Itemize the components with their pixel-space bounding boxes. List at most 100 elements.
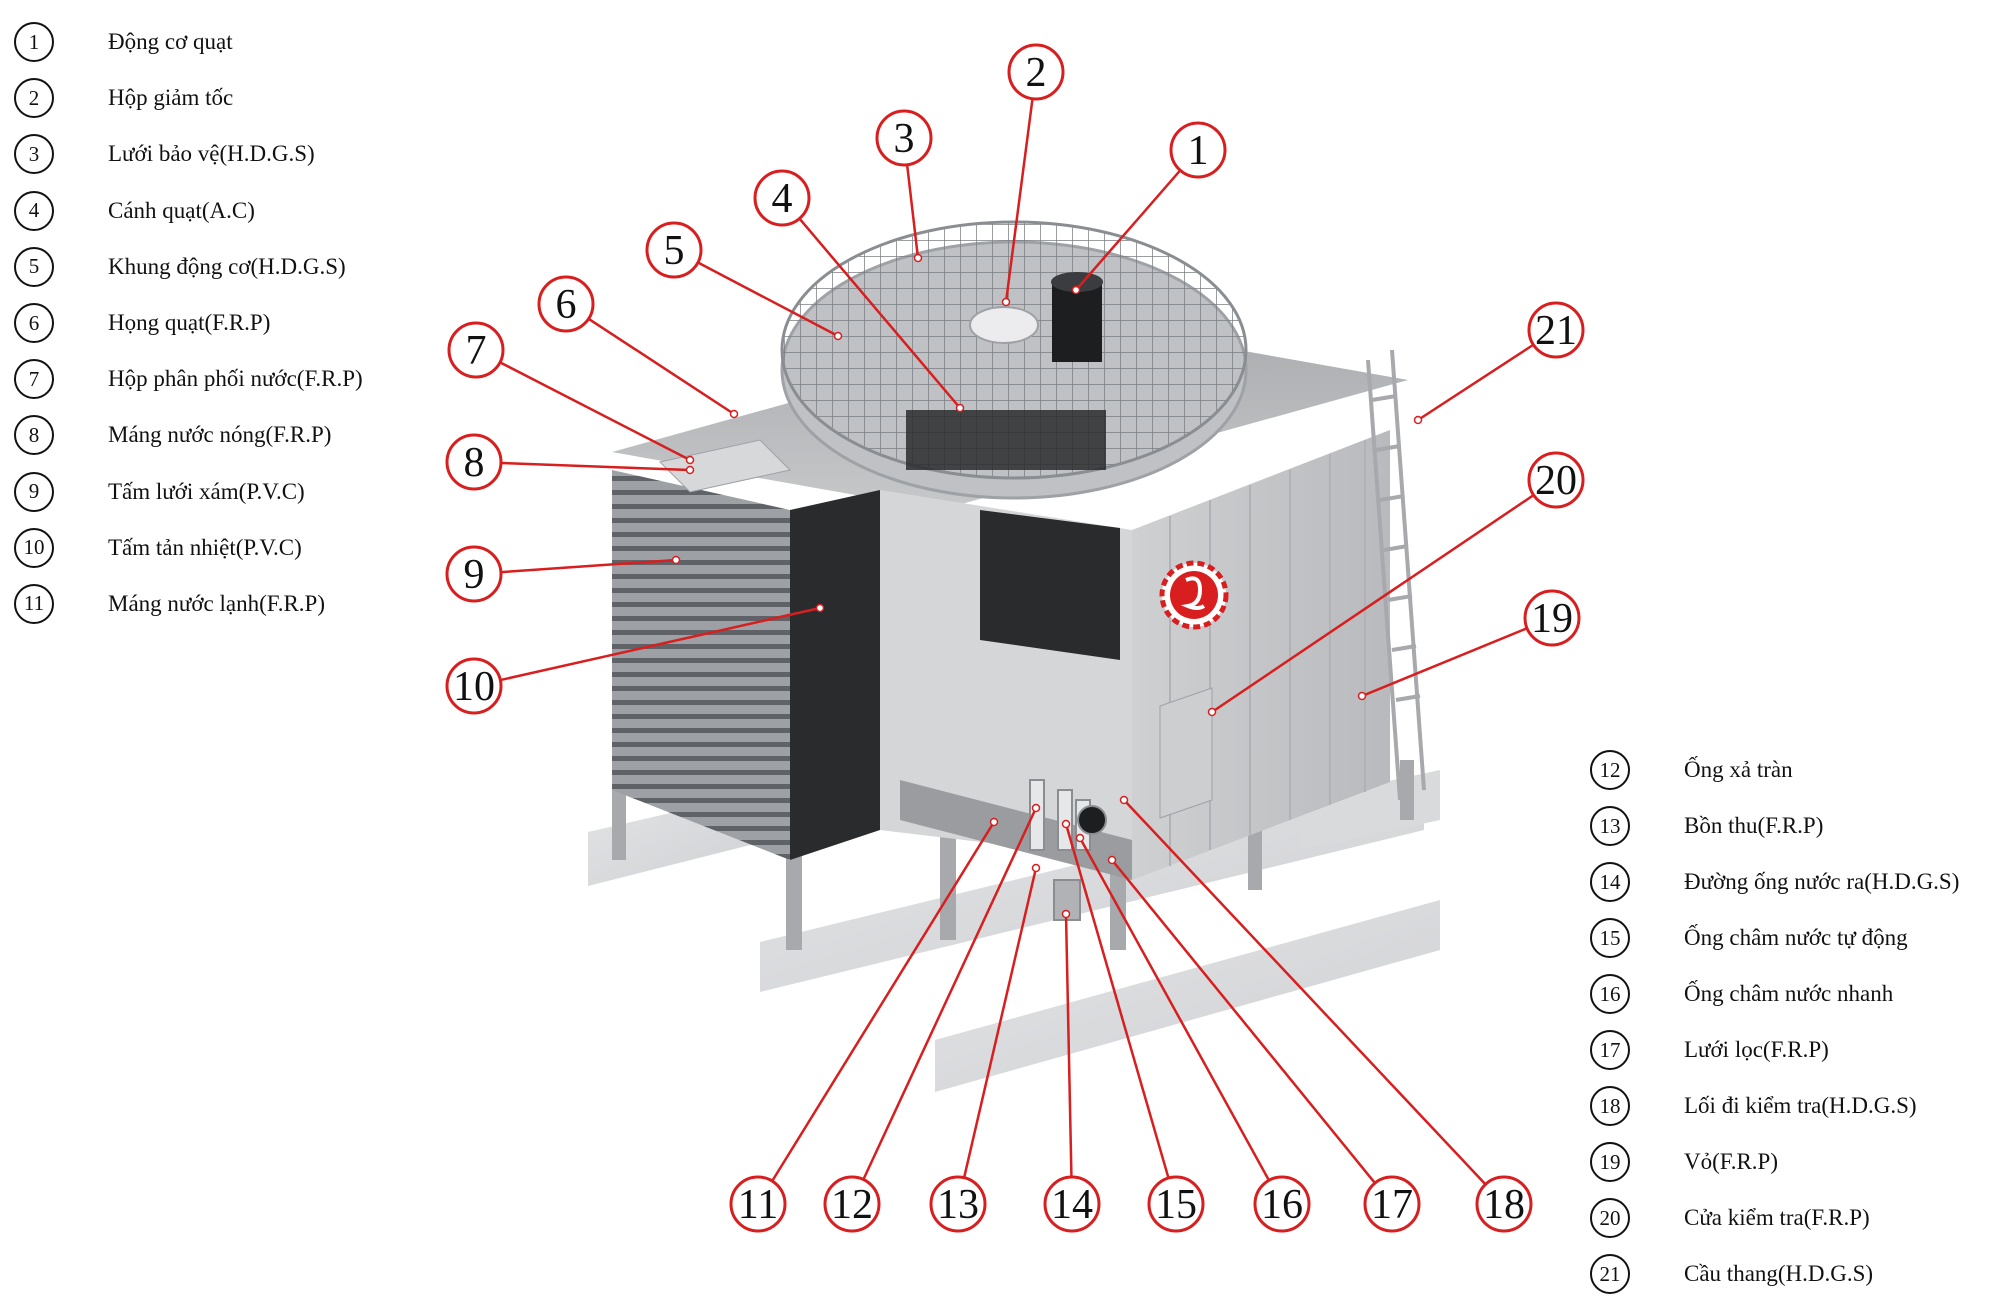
callout-anchor-dot (1061, 819, 1071, 829)
callout-9: 9 (445, 545, 681, 603)
legend-label: Ống châm nước nhanh (1684, 981, 1894, 1006)
callout-number: 14 (1051, 1182, 1093, 1228)
callout-anchor-dot (1075, 833, 1085, 843)
callout-ring (445, 433, 503, 491)
callout-16: 16 (1075, 833, 1311, 1233)
callout-ring (1523, 589, 1581, 647)
callout-anchor-dot (989, 817, 999, 827)
callout-number: 18 (1483, 1182, 1525, 1228)
callout-leader-line (500, 606, 821, 682)
callout-number: 12 (831, 1182, 873, 1228)
callout-number: 10 (453, 664, 495, 710)
legend-item: 12 Ống xả tràn (1590, 742, 1959, 798)
callout-leader-line (500, 558, 677, 574)
callout-20: 20 (1207, 451, 1585, 717)
callout-19: 19 (1357, 589, 1581, 701)
legend-label: Ống xả tràn (1684, 757, 1793, 782)
callout-7: 7 (447, 321, 695, 465)
callout-ring (1253, 1175, 1311, 1233)
legend-label: Lưới bảo vệ(H.D.G.S) (108, 141, 315, 167)
hot-water-basin (659, 439, 791, 493)
callout-number: 1 (1188, 128, 1209, 174)
callout-number: 13 (937, 1182, 979, 1228)
callout-leader-line (771, 821, 996, 1182)
legend-number: 12 (1590, 750, 1630, 790)
legend-number: 14 (1590, 862, 1630, 902)
callout-6: 6 (537, 275, 739, 419)
legend-label: Máng nước lạnh(F.R.P) (108, 590, 325, 616)
callout-anchor-dot (729, 409, 739, 419)
callout-ring (645, 221, 703, 279)
legend-number: 20 (1590, 1198, 1630, 1238)
callout-21: 21 (1413, 301, 1585, 425)
callout-1: 1 (1071, 121, 1227, 295)
callout-ring (537, 275, 595, 333)
callout-18: 18 (1119, 795, 1533, 1233)
callout-leader-line (1211, 494, 1535, 714)
legend-label: Cánh quạt(A.C) (108, 197, 255, 223)
legend-number: 10 (14, 527, 54, 568)
legend-number: 2 (14, 78, 54, 119)
callout-leader-line (1078, 837, 1271, 1181)
legend-label: Máng nước nóng(F.R.P) (108, 422, 332, 448)
legend-item: 4 Cánh quạt(A.C) (14, 183, 363, 239)
callout-number: 5 (664, 228, 685, 274)
legend-number: 4 (14, 190, 54, 231)
legend-label: Tấm tản nhiệt(P.V.C) (108, 534, 302, 560)
callout-anchor-dot (1207, 707, 1217, 717)
callout-anchor-dot (671, 555, 681, 565)
legend-number: 18 (1590, 1086, 1630, 1126)
legend-label: Lưới lọc(F.R.P) (1684, 1037, 1829, 1062)
callout-leader-line (862, 807, 1038, 1181)
callout-anchor-dot (833, 331, 843, 341)
callout-anchor-dot (685, 455, 695, 465)
legend-label: Cầu thang(H.D.G.S) (1684, 1261, 1874, 1286)
callout-leader-line (1361, 627, 1528, 698)
legend-number: 11 (14, 583, 54, 624)
callout-14: 14 (1043, 909, 1101, 1233)
legend-number: 19 (1590, 1142, 1630, 1182)
callout-number: 11 (738, 1182, 778, 1228)
legend-number: 21 (1590, 1254, 1630, 1294)
callout-leader-line (798, 217, 961, 409)
callout-5: 5 (645, 221, 843, 341)
callout-15: 15 (1061, 819, 1205, 1233)
callout-number: 17 (1371, 1182, 1413, 1228)
legend-number: 13 (1590, 806, 1630, 846)
callout-number: 21 (1535, 308, 1577, 354)
callout-anchor-dot (1357, 691, 1367, 701)
legend-number: 1 (14, 22, 54, 63)
callout-leader-line (1004, 98, 1034, 303)
air-inlet-louvers (612, 470, 790, 860)
legend-number: 7 (14, 359, 54, 400)
legend-label: Đường ống nước ra(H.D.G.S) (1684, 869, 1960, 894)
callout-leader-line (587, 317, 735, 416)
legend-label: Ống châm nước tự động (1684, 925, 1908, 950)
legend-number: 17 (1590, 1030, 1630, 1070)
callout-leader-line (499, 361, 691, 462)
callout-ring (823, 1175, 881, 1233)
callout-ring (445, 545, 503, 603)
callout-number: 8 (464, 440, 485, 486)
legend-number: 6 (14, 303, 54, 344)
callout-number: 9 (464, 552, 485, 598)
callout-number: 3 (894, 116, 915, 162)
callout-number: 2 (1026, 50, 1047, 96)
callout-leader-line (1111, 859, 1376, 1184)
legend-item: 17 Lưới lọc(F.R.P) (1590, 1022, 1959, 1078)
callout-anchor-dot (685, 465, 695, 475)
callout-anchor-dot (815, 603, 825, 613)
callout-12: 12 (823, 803, 1041, 1233)
